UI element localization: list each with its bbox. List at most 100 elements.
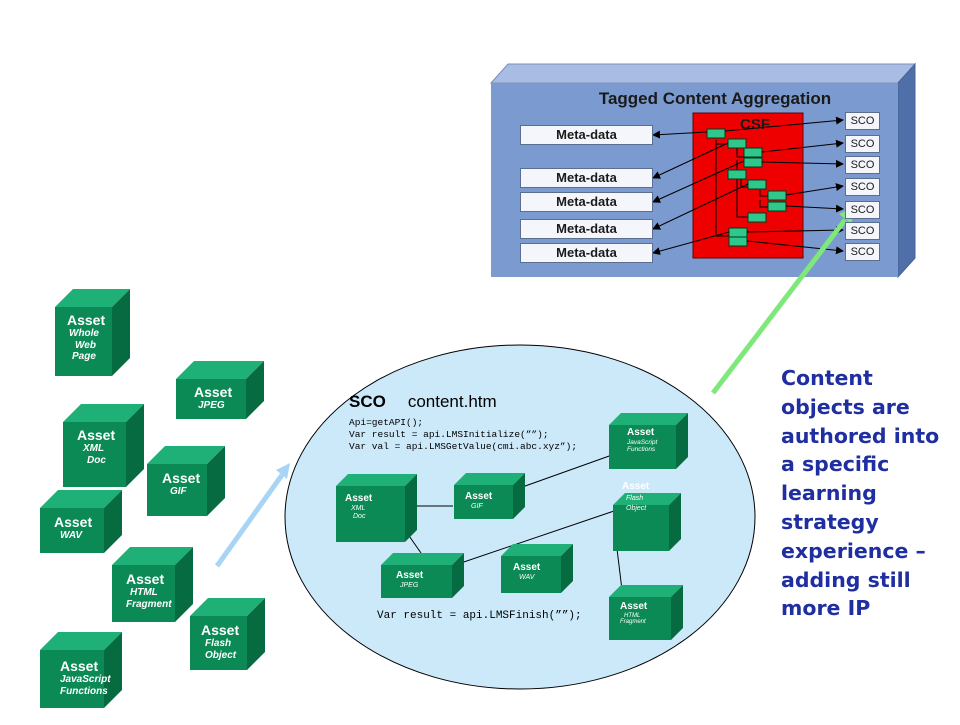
- asset-subtitle: Flash: [626, 494, 644, 502]
- asset-cube-front: [112, 565, 175, 622]
- csf-node: [747, 212, 767, 223]
- asset-cube-side: [513, 473, 525, 519]
- asset-label-flash-object: Asset Flash Object: [201, 622, 239, 661]
- sco-asset-label-gif: Asset GIF: [465, 491, 492, 511]
- asset-subtitle: XML: [351, 504, 366, 512]
- asset-cube-side: [246, 361, 264, 419]
- asset-label-html-fragment: Asset HTML Fragment: [126, 571, 172, 610]
- asset-cube: [40, 490, 122, 553]
- asset-cube-side: [247, 598, 265, 670]
- sco-asset-label-html: Asset HTML Fragment: [620, 601, 647, 626]
- asset-cube: [613, 493, 681, 551]
- asset-cube-side: [671, 585, 683, 640]
- asset-cube-top: [501, 544, 573, 556]
- asset-cube-front: [609, 425, 676, 469]
- asset-subtitle: JavaScript: [60, 674, 111, 686]
- sco-finish-line: Var result = api.LMSFinish(””);: [377, 610, 582, 622]
- sco-asset-label-javascript: Asset JavaScript Functions: [627, 427, 657, 453]
- asset-cube-top: [336, 474, 417, 486]
- asset-cube-front: [55, 307, 112, 376]
- asset-cube-front: [613, 505, 669, 551]
- metadata-box: Meta-data: [520, 243, 653, 263]
- csf-node: [727, 138, 747, 149]
- link-to-sco: [785, 204, 844, 213]
- asset-title: Asset: [201, 622, 240, 638]
- asset-subtitle: Web: [75, 339, 96, 351]
- csf-links: [652, 116, 844, 255]
- asset-cube-front: [501, 556, 561, 593]
- asset-title: Asset: [627, 427, 655, 438]
- asset-label-gif: Asset GIF: [162, 470, 200, 498]
- link-to-sco: [746, 226, 844, 235]
- asset-cube-top: [613, 493, 681, 505]
- asset-subtitle: Flash: [205, 638, 232, 650]
- link-to-sco: [761, 139, 844, 153]
- link-to-metadata: [652, 160, 745, 203]
- asset-cube-side: [175, 547, 193, 622]
- asset-cube: [609, 413, 688, 469]
- blue-arrow-head: [276, 463, 290, 479]
- aggregation-top-face: [489, 63, 917, 84]
- csf-node: [743, 147, 763, 158]
- asset-cube: [55, 289, 130, 376]
- metadata-box: Meta-data: [520, 219, 653, 239]
- sco-asset-label-wav: Asset WAV: [513, 562, 540, 582]
- asset-subtitle: Doc: [87, 454, 106, 466]
- asset-cube-top: [112, 547, 193, 565]
- blue-arrow: [214, 463, 290, 568]
- asset-cube: [190, 598, 265, 670]
- asset-cube: [147, 446, 225, 516]
- aggregation-title: Tagged Content Aggregation: [598, 89, 832, 108]
- asset-cube-front: [176, 379, 246, 419]
- asset-title: Asset: [162, 470, 201, 486]
- link-to-metadata: [652, 130, 708, 139]
- asset-title: Asset: [77, 427, 116, 443]
- asset-label-jpeg: Asset JPEG: [194, 384, 232, 412]
- asset-title: Asset: [54, 514, 93, 530]
- asset-subtitle: Object: [205, 649, 237, 661]
- asset-subtitle: Functions: [627, 445, 656, 453]
- link-to-metadata: [652, 142, 729, 179]
- asset-title: Asset: [465, 491, 493, 502]
- asset-cube-top: [176, 361, 264, 379]
- asset-subtitle: JPEG: [400, 581, 419, 589]
- asset-title: Asset: [622, 481, 650, 492]
- asset-cube-front: [454, 485, 513, 519]
- asset-cube-front: [336, 486, 405, 542]
- asset-cube-front: [381, 565, 452, 598]
- csf-node: [728, 236, 748, 247]
- asset-cube-top: [55, 289, 130, 307]
- asset-title: Asset: [396, 570, 424, 581]
- csf-node: [706, 128, 726, 139]
- sco-box: SCO: [845, 201, 880, 219]
- asset-subtitle: Object: [626, 504, 647, 512]
- asset-title: Asset: [67, 312, 106, 328]
- sco-code-line: Var result = api.LMSInitialize(””);: [349, 429, 549, 440]
- asset-subtitle: Functions: [60, 685, 108, 697]
- asset-cube-side: [104, 632, 122, 708]
- asset-label-javascript-functions: Asset JavaScript Functions: [60, 658, 111, 697]
- asset-cube: [176, 361, 264, 419]
- csf-node: [743, 157, 763, 168]
- asset-cube-side: [104, 490, 122, 553]
- sco-asset-label-flash: Asset Flash Object: [622, 481, 649, 513]
- sco-file-name: content.htm: [407, 392, 497, 411]
- asset-cube-front: [40, 650, 104, 708]
- asset-cube-top: [147, 446, 225, 464]
- sco-box: SCO: [845, 243, 880, 261]
- asset-cube: [63, 404, 144, 487]
- link-to-sco: [785, 183, 844, 196]
- asset-cube-top: [609, 413, 688, 425]
- csf-node: [728, 227, 748, 238]
- asset-subtitle: Doc: [353, 512, 366, 520]
- aggregation-side-face: [897, 62, 916, 279]
- sco-box: SCO: [845, 222, 880, 240]
- asset-cube-top: [63, 404, 144, 422]
- link-to-sco: [724, 116, 844, 132]
- asset-subtitle: JPEG: [198, 400, 225, 412]
- metadata-box: Meta-data: [520, 125, 653, 145]
- asset-subtitle: Fragment: [620, 619, 646, 626]
- asset-subtitle: XML: [83, 443, 105, 455]
- asset-cube: [501, 544, 573, 593]
